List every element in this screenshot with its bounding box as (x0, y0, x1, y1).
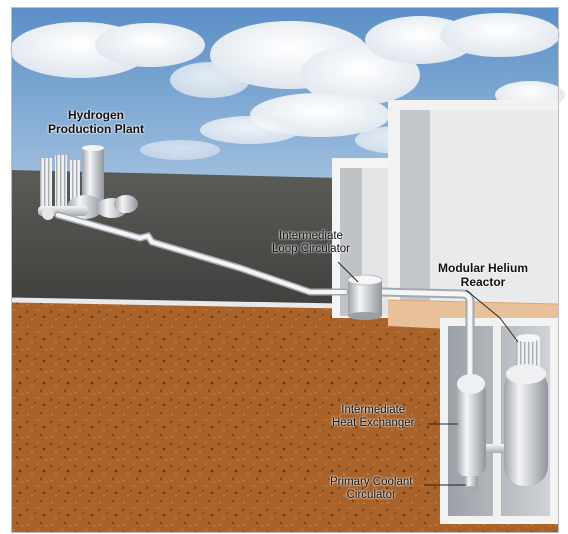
coolant-circulator-label: Primary Coolant Circulator (330, 476, 413, 501)
loop-circulator-label: Intermediate Loop Circulator (272, 230, 350, 255)
hydrogen-plant-label: Hydrogen Production Plant (48, 108, 144, 136)
heat-exchanger-label: Intermediate Heat Exchanger (332, 404, 415, 429)
intermediate-loop-piping (54, 211, 475, 385)
heat-exchanger-vessel (456, 374, 504, 494)
helium-reactor-vessel (504, 334, 548, 486)
soil-cross-section (12, 300, 558, 532)
loop-circulator-unit (347, 274, 383, 320)
helium-reactor-label: Modular Helium Reactor (438, 261, 529, 289)
leader-lines (337, 261, 519, 486)
clouds (10, 13, 565, 160)
hydrogen-plant-facility (38, 145, 138, 220)
